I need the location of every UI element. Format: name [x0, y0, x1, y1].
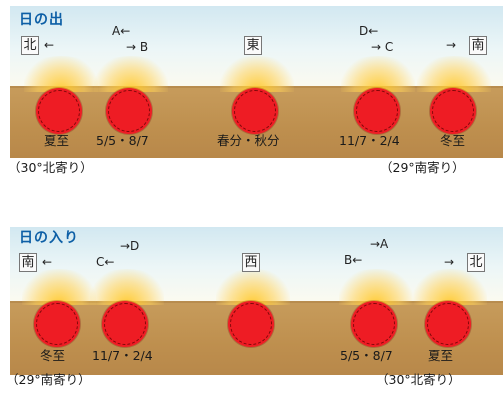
sun-glow — [22, 269, 96, 305]
arrow-label-b: → B — [126, 40, 149, 54]
left-arrow-icon: ← — [44, 38, 55, 52]
note-south-angle: （29°南寄り） — [6, 372, 91, 387]
sun-11-7-2-4 — [354, 88, 400, 134]
direction-east-box: 東 — [244, 36, 262, 55]
note-south-angle: （29°南寄り） — [380, 160, 465, 175]
sun-glow — [339, 269, 413, 305]
arrow-label-d: →D — [120, 239, 140, 253]
note-north-angle: （30°北寄り） — [376, 372, 461, 387]
sun-11-7-2-4 — [102, 301, 148, 347]
direction-south-box: 南 — [19, 253, 37, 272]
right-arrow-icon: → — [446, 38, 457, 52]
sunset-panel: 日の入り 南 ← 西 → 北 →D C← →A B← 冬至 11/7・2/4 5… — [0, 197, 503, 394]
sun-glow — [220, 56, 294, 92]
label-winter-solstice: 冬至 — [40, 348, 66, 363]
sun-summer-solstice — [425, 301, 471, 347]
direction-north-box: 北 — [467, 253, 485, 272]
sun-glow — [94, 56, 168, 92]
left-arrow-icon: ← — [42, 255, 53, 269]
label-summer-solstice: 夏至 — [428, 348, 454, 363]
arrow-label-c: → C — [371, 40, 394, 54]
label-equinox: 春分・秋分 — [217, 133, 280, 148]
direction-north-box: 北 — [21, 36, 39, 55]
panel-title: 日の出 — [19, 12, 64, 28]
arrow-label-a: A← — [112, 24, 131, 38]
sun-winter-solstice — [430, 88, 476, 134]
sunrise-panel: 日の出 北 ← 東 → 南 A← → B D← → C 夏至 5/5・8/7 春… — [8, 6, 503, 175]
label-11-7-2-4: 11/7・2/4 — [339, 133, 400, 148]
arrow-label-a: →A — [370, 237, 389, 251]
sun-glow — [417, 56, 491, 92]
note-north-angle: （30°北寄り） — [8, 160, 93, 175]
sun-winter-solstice — [34, 301, 80, 347]
label-11-7-2-4: 11/7・2/4 — [92, 348, 153, 363]
label-winter-solstice: 冬至 — [440, 133, 466, 148]
label-5-5-8-7: 5/5・8/7 — [96, 133, 149, 148]
sun-glow — [24, 56, 98, 92]
label-summer-solstice: 夏至 — [44, 133, 70, 148]
direction-south-box: 南 — [469, 36, 487, 55]
arrow-label-c: C← — [96, 255, 115, 269]
sun-summer-solstice — [36, 88, 82, 134]
sun-5-5-8-7 — [106, 88, 152, 134]
panel-title: 日の入り — [19, 230, 79, 246]
sun-equinox — [228, 301, 274, 347]
sun-glow — [90, 269, 164, 305]
arrow-label-b: B← — [344, 253, 363, 267]
arrow-label-d: D← — [359, 24, 379, 38]
sun-glow — [216, 269, 290, 305]
sun-5-5-8-7 — [351, 301, 397, 347]
sun-equinox — [232, 88, 278, 134]
right-arrow-icon: → — [444, 255, 455, 269]
label-5-5-8-7: 5/5・8/7 — [340, 348, 393, 363]
sun-glow — [413, 269, 487, 305]
direction-west-box: 西 — [242, 253, 260, 272]
sun-glow — [341, 56, 415, 92]
